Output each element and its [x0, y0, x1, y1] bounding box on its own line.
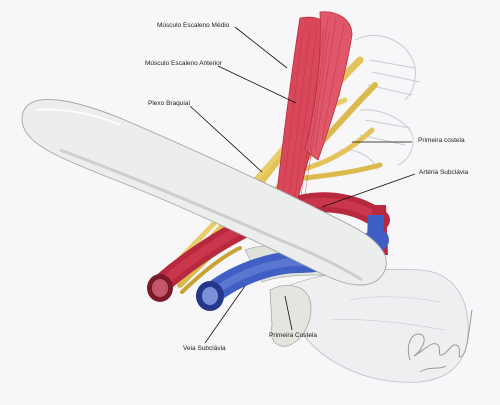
- leader-primeira-costela-bottom: [284, 295, 293, 331]
- leader-veia-subclavia: [204, 285, 246, 344]
- first-rib-lower: [269, 285, 312, 347]
- artist-signature: [407, 309, 473, 373]
- label-primeira-costela-top: Primeira costela: [418, 137, 465, 144]
- leader-plexo-braquial: [189, 105, 263, 173]
- label-escaleno-anterior: Músculo Escaleno Anterior: [145, 60, 222, 67]
- label-veia-subclavia: Veia Subclávia: [183, 345, 226, 352]
- label-escaleno-medio: Músculo Escaleno Médio: [157, 22, 230, 29]
- leader-arteria-subclavia: [321, 173, 416, 208]
- leader-lines: [189, 26, 416, 344]
- leader-escaleno-medio: [234, 26, 288, 69]
- clavicle: [21, 99, 387, 286]
- escaleno-medio-muscle: [304, 11, 353, 161]
- leader-escaleno-anterior: [217, 65, 297, 104]
- label-arteria-subclavia: Artéria Subclávia: [419, 169, 469, 176]
- scalene-muscles: [274, 11, 353, 211]
- vertebra-sketch: [339, 35, 421, 171]
- label-plexo-braquial: Plexo Braquial: [148, 100, 190, 107]
- sternum-sketch: [289, 268, 469, 383]
- label-primeira-costela-bottom: Primeira Costela: [269, 332, 318, 339]
